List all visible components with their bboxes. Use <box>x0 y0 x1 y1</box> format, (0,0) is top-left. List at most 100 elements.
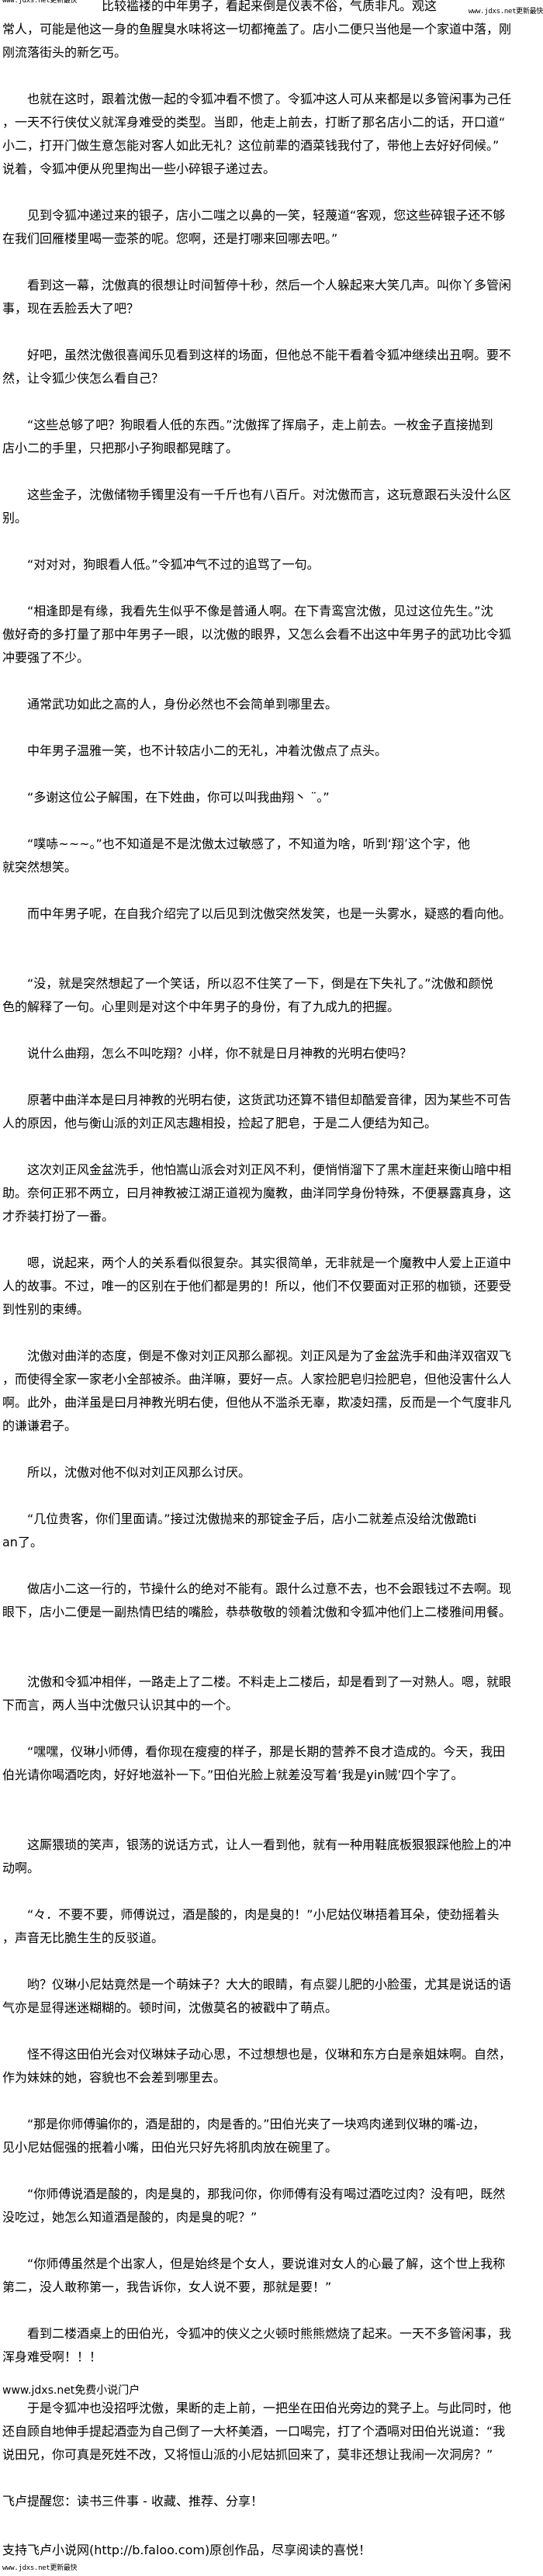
text-line: 而中年男子呢，在自我介绍完了以后见到沈傲突然发笑，也是一头雾水，疑惑的看向他。 <box>27 906 512 921</box>
text-line: 也就在这时，跟着沈傲一起的令狐冲看不惯了。令狐冲这人可从来都是以多管闲事为己任 <box>27 92 512 106</box>
paragraph-intro: www.jdxs.net更新最快 比较褴褛的中年男子，看起来倒是仪表不俗，气质非凡… <box>2 0 543 64</box>
watermark-top-left: www.jdxs.net更新最快 <box>2 0 78 5</box>
text-line: 第二，没人敢称第一，我告诉你，女人说不要，那就是要！” <box>2 2280 332 2294</box>
paragraph: 所以，沈傲对他不似对刘正风那么讨厌。 <box>2 1461 543 1484</box>
text-line: 就突然想笑。 <box>2 860 78 874</box>
text-line: 人的故事。不过，唯一的区别在于他们都是男的！所以，他们不仅要面对正邪的枷锁，还要… <box>2 1279 512 1293</box>
paragraph: “对对对，狗眼看人低。”令狐冲气不过的追骂了一句。 <box>2 553 543 576</box>
text-line: “那是你师傅骗你的，酒是甜的，肉是香的。”田伯光夹了一块鸡肉递到仪琳的嘴-边， <box>27 2117 486 2131</box>
text-line: 哟？仪琳小尼姑竟然是一个萌妹子？大大的眼睛，有点婴儿肥的小脸蛋，尤其是说话的语 <box>27 1977 512 1992</box>
paragraph: 这次刘正风金盆洗手，他怕嵩山派会对刘正风不利，便悄悄溜下了黑木崖赶来衡山暗中相助… <box>2 1158 543 1228</box>
text-line: 眼下，店小二便是一副热情巴结的嘴脸，恭恭敬敬的领着沈傲和令狐冲他们上二楼雅间用餐… <box>2 1605 512 1619</box>
paragraph: 也就在这时，跟着沈傲一起的令狐冲看不惯了。令狐冲这人可从来都是以多管闲事为己任 ，… <box>2 88 543 181</box>
text-line: ，一天不行侠仗义就浑身难受的类型。当即，他走上前去，打断了那名店小二的话，开口道… <box>2 115 506 130</box>
text-line: 中年男子温雅一笑，也不计较店小二的无礼，冲着沈傲点了点头。 <box>27 743 388 758</box>
text-line: 作为妹妹的她，容貌也不会差到哪里去。 <box>2 2070 227 2085</box>
text-line: 到性别的束缚。 <box>2 1302 90 1317</box>
text-line: 沈傲对曲洋的态度，倒是不像对刘正风那么鄙视。刘正风是为了金盆洗手和曲洋双宿双飞 <box>27 1349 512 1363</box>
text-line: 店小二的手里，只把那小子狗眼都晃瞎了。 <box>2 441 239 455</box>
paragraph: 见到令狐冲递过来的银子，店小二嗤之以鼻的一笑，轻蔑道“客观，您这些碎银子还不够在… <box>2 204 543 251</box>
text-line: 看到这一幕，沈傲真的很想让时间暂停十秒，然后一个人躲起来大笑几声。叫你丫多管闲 <box>27 278 512 293</box>
text-line: 所以，沈傲对他不似对刘正风那么讨厌。 <box>27 1465 251 1480</box>
text-line: 刚流落街头的新乞丐。 <box>2 45 127 60</box>
text-line: 伯光请你喝酒吃肉，好好地滋补一下。”田伯光脸上就差没写着‘我是yin贼’四个字了… <box>2 1768 464 1782</box>
text-line: 然，让令狐少侠怎么看自己？ <box>2 371 164 386</box>
paragraph: 这些金子，沈傲储物手镯里没有一千斤也有八百斤。对沈傲而言，这玩意跟石头没什么区别… <box>2 483 543 530</box>
text-line: 沈傲和令狐冲相伴，一路走上了二楼。不料走上二楼后，却是看到了一对熟人。嗯，就眼 <box>27 1674 512 1689</box>
paragraph: 原著中曲洋本是曰月神教的光明右使，这货武功还算不错但却酷爱音律，因为某些不可告人… <box>2 1089 543 1135</box>
portal-watermark: www.jdxs.net免费小说门户 <box>2 2384 140 2397</box>
text-line: 说什么曲翔，怎么不叫吃翔？小样，你不就是日月神教的光明右使吗？ <box>27 1046 413 1061</box>
text-line: 的谦谦君子。 <box>2 1418 78 1433</box>
text-line: “嘿嘿，仪琳小师傅，看你现在瘦瘦的样子，那是长期的营养不良才造成的。今天，我田 <box>27 1744 506 1759</box>
text-line: “没，就是突然想起了一个笑话，所以忍不住笑了一下，倒是在下失礼了。”沈傲和颜悦 <box>27 976 493 991</box>
text-line: “々．不要不要，师傅说过，酒是酸的，肉是臭的！”小尼姑仪琳捂着耳朵，使劲摇着头 <box>27 1907 500 1922</box>
paragraph: 看到这一幕，沈傲真的很想让时间暂停十秒，然后一个人躲起来大笑几声。叫你丫多管闲事… <box>2 274 543 320</box>
paragraph: “嘿嘿，仪琳小师傅，看你现在瘦瘦的样子，那是长期的营养不良才造成的。今天，我田伯… <box>2 1740 543 1787</box>
paragraph: 好吧，虽然沈傲很喜闻乐见看到这样的场面，但他总不能干看着令狐冲继续出丑啊。要不然… <box>2 344 543 390</box>
footer-reminder: 飞卢提醒您：读书三件事 - 收藏、推荐、分享！ <box>2 2494 263 2508</box>
text-line: 见到令狐冲递过来的银子，店小二嗤之以鼻的一笑，轻蔑道“客观，您这些碎银子还不够 <box>27 208 506 223</box>
paragraph: 沈傲和令狐冲相伴，一路走上了二楼。不料走上二楼后，却是看到了一对熟人。嗯，就眼下… <box>2 1671 543 1717</box>
text-line: 原著中曲洋本是曰月神教的光明右使，这货武功还算不错但却酷爱音律，因为某些不可告 <box>27 1092 512 1107</box>
text-line: an了。 <box>2 1535 43 1549</box>
text-line: 事，现在丢脸丢大了吧？ <box>2 301 140 316</box>
text-line: 色的解释了一句。心里则是对这个中年男子的身份，有了九成九的把握。 <box>2 999 400 1014</box>
text-line: “这些总够了吧？狗眼看人低的东西。”沈傲挥了挥扇子，走上前去。一枚金子直接抛到 <box>27 417 493 432</box>
text-line: 常人，可能是他这一身的鱼腥臭水味将这一切都掩盖了。店小二便只当他是一个家道中落，… <box>2 22 512 36</box>
text-line: 没吃过，她怎么知道酒是酸的，肉是臭的呢？” <box>2 2210 258 2225</box>
text-line: “多谢这位公子解围，在下姓曲，你可以叫我曲翔丶 ¨。” <box>27 790 330 805</box>
paragraph: “这些总够了吧？狗眼看人低的东西。”沈傲挥了挥扇子，走上前去。一枚金子直接抛到店… <box>2 414 543 460</box>
paragraph: 通常武功如此之高的人，身份必然也不会简单到哪里去。 <box>2 693 543 716</box>
paragraph: “噗哧~~~。”也不知道是不是沈傲太过敏感了，不知道为啥，听到‘翔’这个字，他就… <box>2 833 543 879</box>
text-line: 人的原因，他与衡山派的刘正风志趣相投，捡起了肥皂，于是二人便结为知己。 <box>2 1116 438 1130</box>
footer-support-link[interactable]: 支持飞卢小说网(http://b.faloo.com)原创作品，尽享阅读的喜悦！ <box>2 2543 372 2557</box>
paragraph: “你师傅虽然是个出家人，但是始终是个女人，要说谁对女人的心最了解，这个世上我称第… <box>2 2252 543 2299</box>
paragraph: 沈傲对曲洋的态度，倒是不像对刘正风那么鄙视。刘正风是为了金盆洗手和曲洋双宿双飞 ，… <box>2 1345 543 1438</box>
paragraph: “相逢即是有缘，我看先生似乎不像是普通人啊。在下青鸾宫沈傲，见过这位先生。”沈傲… <box>2 600 543 670</box>
text-line: 于是令狐冲也没招呼沈傲，果断的走上前，一把坐在田伯光旁边的凳子上。与此同时，他 <box>27 2401 512 2415</box>
paragraph: 说什么曲翔，怎么不叫吃翔？小样，你不就是日月神教的光明右使吗？ <box>2 1042 543 1065</box>
paragraph: 于是令狐冲也没招呼沈傲，果断的走上前，一把坐在田伯光旁边的凳子上。与此同时，他还… <box>2 2397 543 2467</box>
paragraph: 中年男子温雅一笑，也不计较店小二的无礼，冲着沈傲点了点头。 <box>2 739 543 763</box>
text-line: “噗哧~~~。”也不知道是不是沈傲太过敏感了，不知道为啥，听到‘翔’这个字，他 <box>27 836 470 851</box>
text-line: 好吧，虽然沈傲很喜闻乐见看到这样的场面，但他总不能干看着令狐冲继续出丑啊。要不 <box>27 348 512 362</box>
text-line: 通常武功如此之高的人，身份必然也不会简单到哪里去。 <box>27 697 338 712</box>
text-line: 怪不得这田伯光会对仪琳妹子动心思，不过想想也是，仪琳和东方白是亲姐妹啊。自然， <box>27 2047 512 2062</box>
paragraph: “你师傅说酒是酸的，肉是臭的，那我问你，你师傅有没有喝过酒吃过肉？没有吧，既然没… <box>2 2183 543 2229</box>
text-line: 浑身难受啊！！！ <box>2 2349 102 2364</box>
paragraph: “那是你师傅骗你的，酒是甜的，肉是香的。”田伯光夹了一块鸡肉递到仪琳的嘴-边， 见… <box>2 2113 543 2159</box>
text-line: “相逢即是有缘，我看先生似乎不像是普通人啊。在下青鸾宫沈傲，见过这位先生。”沈 <box>27 604 493 618</box>
text-line: 在我们回雁楼里喝一壶茶的呢。您啊，还是打哪来回哪去吧。” <box>2 231 338 246</box>
text-line: 这厮猥琐的笑声，银荡的说话方式，让人一看到他，就有一种用鞋底板狠狠踩他脸上的冲 <box>27 1837 512 1852</box>
text-line: 才乔装打扮了一番。 <box>2 1209 115 1224</box>
text-line: 别。 <box>2 511 28 525</box>
text-line: ，声音无比脆生生的反驳道。 <box>2 1930 164 1945</box>
text-line: 说田兄，你可真是死姓不改，又将恒山派的小尼姑抓回来了，莫非还想让我闹一次洞房？” <box>2 2447 493 2462</box>
paragraph: “没，就是突然想起了一个笑话，所以忍不住笑了一下，倒是在下失礼了。”沈傲和颜悦色… <box>2 972 543 1019</box>
paragraph: 哟？仪琳小尼姑竟然是一个萌妹子？大大的眼睛，有点婴儿肥的小脸蛋，尤其是说话的语气… <box>2 1973 543 2020</box>
text-line: 小二，打开门做生意怎能对客人如此无礼？这位前辈的酒菜钱我付了，带他上去好好伺候。… <box>2 138 500 153</box>
watermark-bottom: www.jdxs.net更新最快 <box>2 2564 78 2572</box>
text-line: ，而使得全家一家老小全部被杀。曲洋嘛，要好一点。人家捡肥皂归捡肥皂，但他没害什么… <box>2 1372 512 1387</box>
paragraph: “々．不要不要，师傅说过，酒是酸的，肉是臭的！”小尼姑仪琳捂着耳朵，使劲摇着头 ，… <box>2 1903 543 1950</box>
text-line: “你师傅说酒是酸的，肉是臭的，那我问你，你师傅有没有喝过酒吃过肉？没有吧，既然 <box>27 2186 506 2201</box>
first-line-text: 比较褴褛的中年男子，看起来倒是仪表不俗，气质非凡。观这 <box>102 0 438 13</box>
paragraph: 怪不得这田伯光会对仪琳妹子动心思，不过想想也是，仪琳和东方白是亲姐妹啊。自然， 作… <box>2 2043 543 2090</box>
paragraph: 做店小二这一行的，节操什么的绝对不能有。跟什么过意不去，也不会跟钱过不去啊。现眼… <box>2 1577 543 1624</box>
text-line: 气亦是显得迷迷糊糊的。顿时间，沈傲莫名的被戳中了萌点。 <box>2 2000 338 2015</box>
text-line: www.jdxs.net更新最快 比较褴褛的中年男子，看起来倒是仪表不俗，气质非凡… <box>2 0 543 18</box>
text-line: 说着，令狐冲便从兜里掏出一些小碎银子递过去。 <box>2 161 276 176</box>
text-line: 见小尼姑倔强的抿着小嘴，田伯光只好先将肌肉放在碗里了。 <box>2 2140 338 2155</box>
paragraph: “多谢这位公子解围，在下姓曲，你可以叫我曲翔丶 ¨。” <box>2 786 543 809</box>
paragraph: 嗯，说起来，两个人的关系看似很复杂。其实很简单，无非就是一个魔教中人爱上正道中人… <box>2 1252 543 1321</box>
text-line: 冲要强了不少。 <box>2 650 90 665</box>
text-line: 动啊。 <box>2 1861 40 1875</box>
watermark-top-right: www.jdxs.net更新最快 <box>468 8 543 16</box>
text-line: 下而言，两人当中沈傲只认识其中的一个。 <box>2 1698 239 1712</box>
text-line: 这些金子，沈傲储物手镯里没有一千斤也有八百斤。对沈傲而言，这玩意跟石头没什么区 <box>27 487 512 502</box>
text-line: 看到二楼酒桌上的田伯光，令狐冲的侠义之火顿时熊熊燃烧了起来。一天不多管闲事，我 <box>27 2326 512 2341</box>
text-line: “对对对，狗眼看人低。”令狐冲气不过的追骂了一句。 <box>27 557 320 572</box>
paragraph: 而中年男子呢，在自我介绍完了以后见到沈傲突然发笑，也是一头雾水，疑惑的看向他。 <box>2 902 543 926</box>
